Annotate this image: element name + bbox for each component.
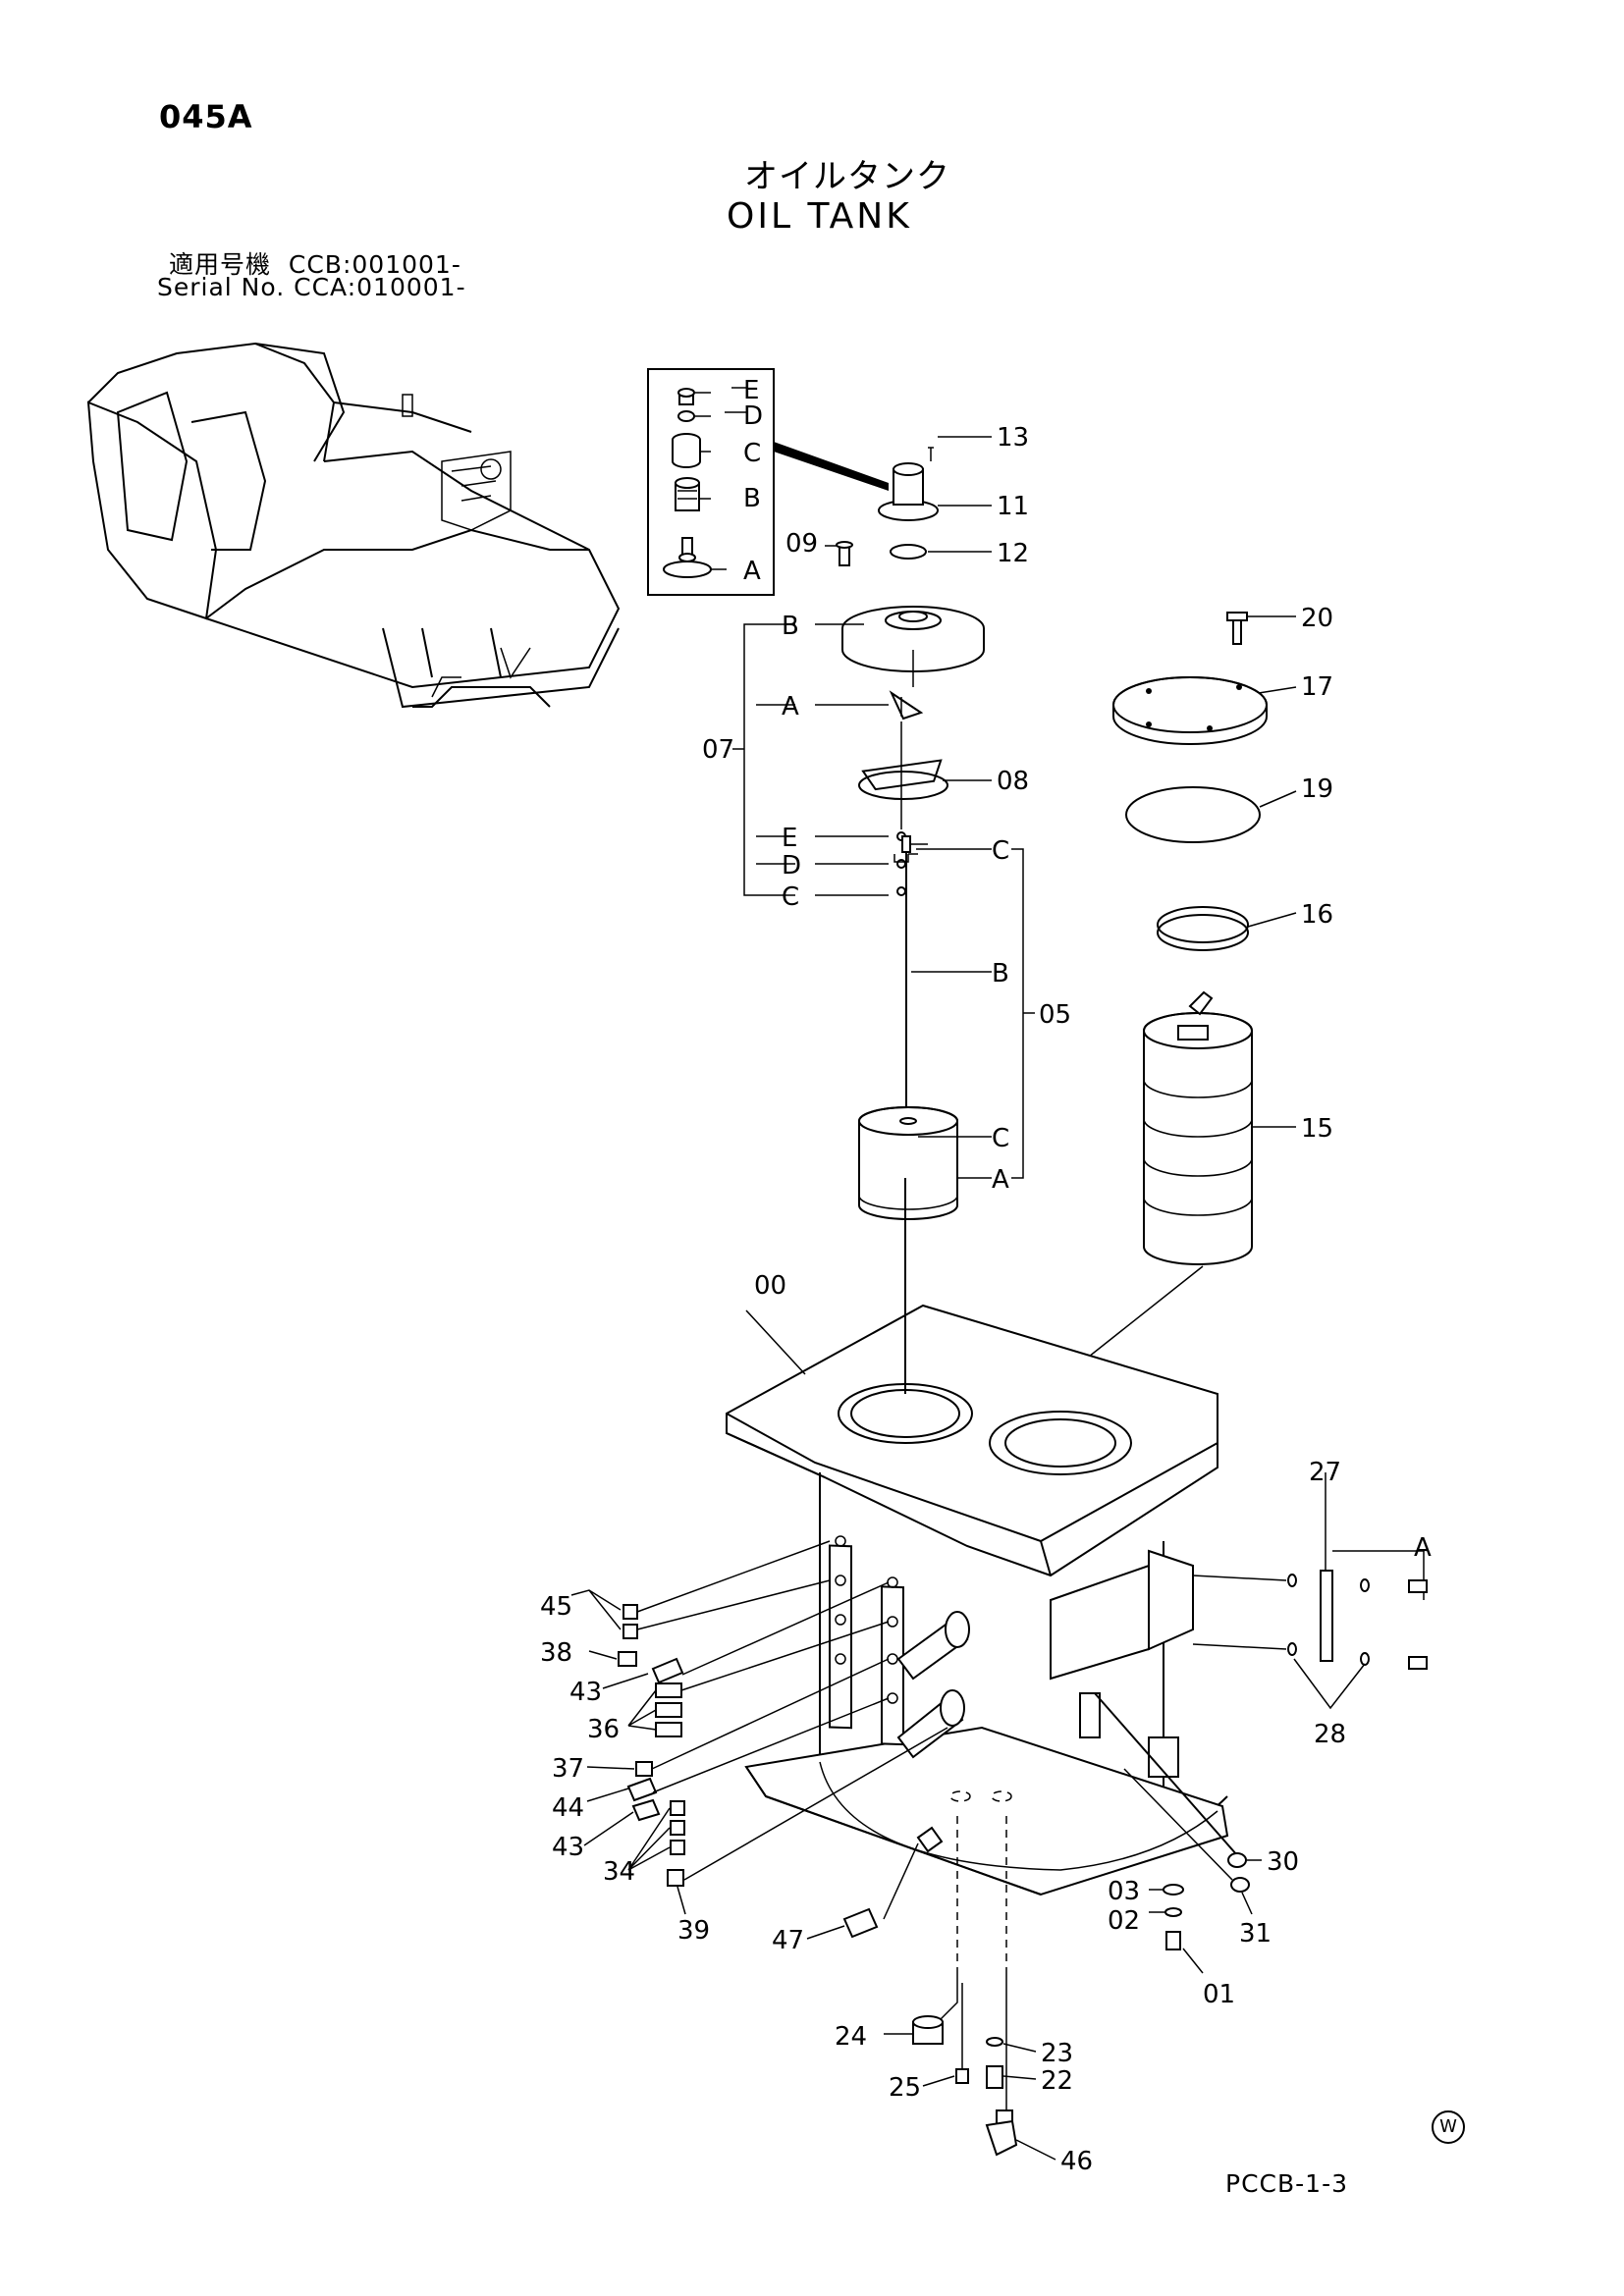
callout-09: 09 — [785, 529, 818, 559]
callout-00: 00 — [754, 1271, 786, 1301]
callout-12: 12 — [997, 539, 1029, 568]
bottom-fittings — [806, 1692, 1262, 2161]
callout-16: 16 — [1301, 900, 1333, 930]
level-gauge-assembly — [825, 436, 992, 896]
inset-label-e: E — [743, 376, 759, 405]
callout-44: 44 — [552, 1793, 584, 1823]
serial-line: Serial No. CCA:010001- — [157, 273, 466, 301]
bracket-27-28 — [1192, 1472, 1428, 1710]
callout-22: 22 — [1041, 2066, 1073, 2096]
figure-code: PCCB-1-3 — [1225, 2169, 1348, 2198]
excavator-overview-illustration — [86, 342, 621, 709]
callout-08: 08 — [997, 767, 1029, 796]
inset-label-c: C — [743, 439, 761, 468]
callout-47: 47 — [772, 1926, 804, 1955]
callout-45: 45 — [540, 1592, 572, 1622]
callout-20: 20 — [1301, 604, 1333, 633]
callout-30: 30 — [1267, 1847, 1299, 1877]
hydraulic-fittings — [570, 1540, 948, 1915]
group05-label-c-top: C — [992, 836, 1009, 866]
callout-02: 02 — [1108, 1906, 1140, 1936]
group07-label-c: C — [782, 882, 799, 912]
callout-37: 37 — [552, 1754, 584, 1784]
watermark-logo: W — [1432, 2110, 1465, 2144]
callout-34: 34 — [603, 1857, 635, 1887]
page-title: OIL TANK — [727, 196, 912, 237]
callout-43-upper: 43 — [569, 1678, 602, 1707]
callout-11: 11 — [997, 492, 1029, 521]
callout-24: 24 — [835, 2022, 867, 2052]
callout-28: 28 — [1314, 1720, 1346, 1749]
inset-pointer — [774, 442, 889, 491]
callout-27-label-a: A — [1414, 1533, 1432, 1563]
callout-15: 15 — [1301, 1114, 1333, 1144]
callout-01: 01 — [1203, 1980, 1235, 2009]
callout-13: 13 — [997, 423, 1029, 453]
group05-label-a: A — [992, 1165, 1009, 1195]
callout-43-lower: 43 — [552, 1833, 584, 1862]
oil-tank-body — [726, 1178, 1229, 1973]
group07-label-e: E — [782, 824, 797, 853]
inset-label-d: D — [743, 401, 763, 431]
callout-03: 03 — [1108, 1877, 1140, 1906]
inset-label-a: A — [743, 557, 761, 586]
group05-label-c-bottom: C — [992, 1124, 1009, 1153]
inset-detail-box — [647, 368, 775, 596]
page-title-japanese: オイルタンク — [744, 157, 950, 196]
page-code: 045A — [159, 98, 253, 135]
float-gauge-05 — [858, 835, 1035, 1220]
callout-17: 17 — [1301, 672, 1333, 702]
callout-bracket-07 — [732, 623, 889, 896]
group07-label-d: D — [782, 851, 801, 881]
inset-label-b: B — [743, 484, 761, 513]
group05-label-b: B — [992, 959, 1009, 988]
group07-label-a: A — [782, 692, 799, 721]
serial-line-japanese: 適用号機 CCB:001001- — [169, 250, 461, 279]
callout-07: 07 — [702, 735, 734, 765]
group07-label-b: B — [782, 612, 799, 641]
return-filter-assembly — [1059, 612, 1297, 1380]
callout-31: 31 — [1239, 1919, 1272, 1949]
callout-23: 23 — [1041, 2039, 1073, 2068]
callout-38: 38 — [540, 1638, 572, 1668]
callout-19: 19 — [1301, 774, 1333, 804]
callout-05: 05 — [1039, 1000, 1071, 1030]
callout-36: 36 — [587, 1715, 620, 1744]
callout-25: 25 — [889, 2073, 921, 2103]
callout-27: 27 — [1309, 1458, 1341, 1487]
callout-46: 46 — [1060, 2147, 1093, 2176]
callout-39: 39 — [677, 1916, 710, 1946]
